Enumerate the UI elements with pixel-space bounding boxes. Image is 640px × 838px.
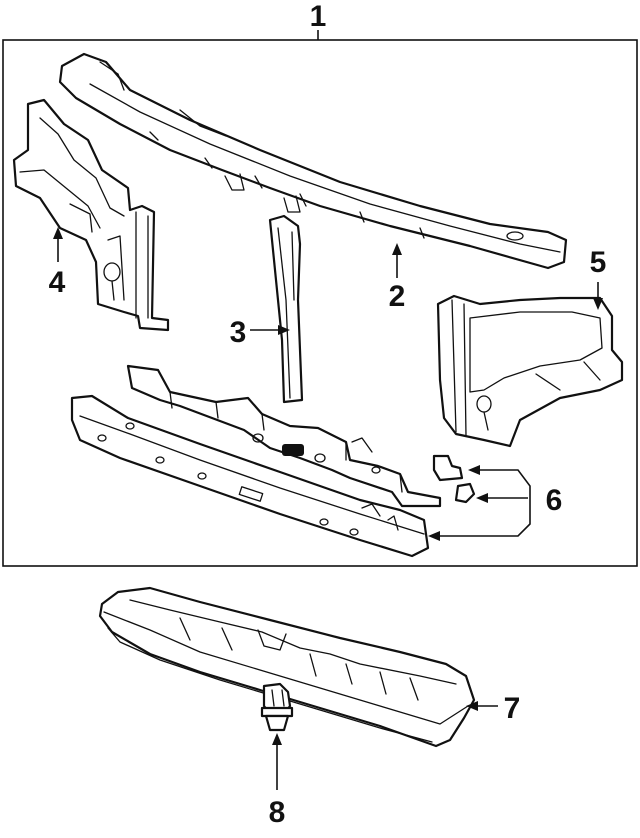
callout-3: 3 bbox=[230, 316, 247, 349]
center-support bbox=[268, 214, 304, 404]
callout-6-leader bbox=[440, 469, 531, 537]
lower-fasteners bbox=[432, 454, 476, 504]
upper-tie-bar bbox=[58, 52, 568, 270]
push-pin-clip bbox=[260, 682, 294, 732]
callout-7: 7 bbox=[504, 692, 521, 725]
callout-6: 6 bbox=[546, 484, 563, 517]
right-side-panel bbox=[436, 294, 624, 448]
callout-1: 1 bbox=[310, 0, 327, 33]
lower-tie-bar-rail bbox=[70, 394, 430, 558]
callout-8: 8 bbox=[269, 796, 286, 829]
callout-4: 4 bbox=[49, 266, 66, 299]
callout-2: 2 bbox=[389, 280, 406, 313]
lower-tie-bar-upper bbox=[126, 364, 442, 508]
callout-5: 5 bbox=[590, 246, 607, 279]
lower-deflector bbox=[98, 586, 476, 748]
left-side-panel bbox=[12, 98, 170, 332]
assembly-frame bbox=[2, 39, 638, 567]
